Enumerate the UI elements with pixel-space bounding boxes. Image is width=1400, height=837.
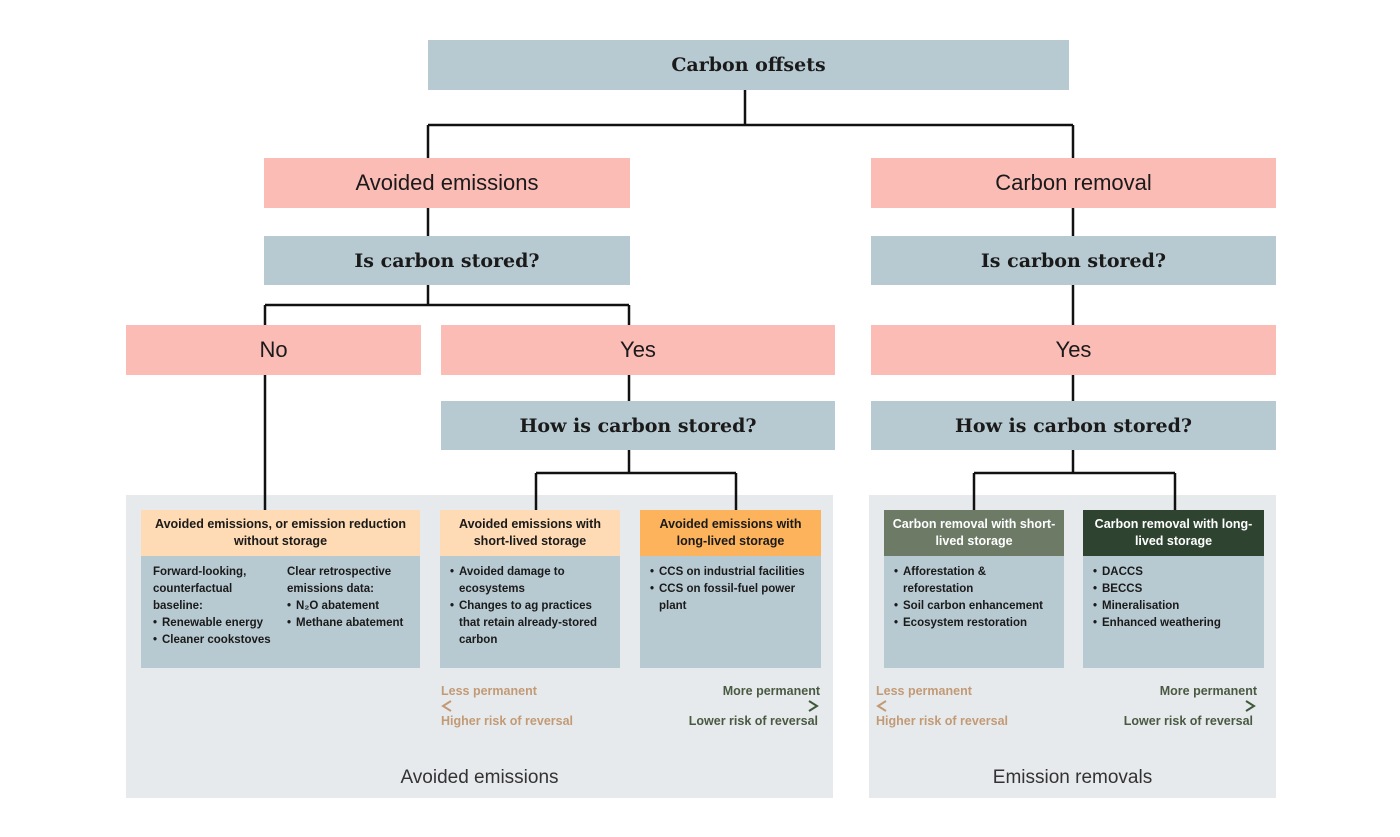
- list-item: Cleaner cookstoves: [153, 632, 281, 649]
- right-lower-risk-label: Lower risk of reversal: [1123, 714, 1253, 728]
- right-less-permanent-label: Less permanent: [876, 684, 972, 698]
- permanence-arrow-right: [876, 700, 1256, 712]
- right-is-carbon-stored: Is carbon stored?: [871, 236, 1276, 285]
- list-item: DACCS: [1093, 564, 1254, 581]
- right-yes-box: Yes: [871, 325, 1276, 375]
- list-item: Methane abatement: [287, 615, 415, 632]
- no-storage-card-title: Avoided emissions, or emission reduction…: [141, 510, 420, 556]
- left-how-is-carbon-stored: How is carbon stored?: [441, 401, 835, 450]
- no-storage-col1-intro: Forward-looking, counterfactual baseline…: [153, 566, 247, 612]
- emission-removals-caption: Emission removals: [992, 767, 1153, 788]
- list-item: Ecosystem restoration: [894, 615, 1054, 632]
- left-lower-risk-label: Lower risk of reversal: [688, 714, 818, 728]
- list-item: Mineralisation: [1093, 598, 1254, 615]
- left-yes-box: Yes: [441, 325, 835, 375]
- removal-long-lived-card-title: Carbon removal with long-lived storage: [1083, 510, 1264, 556]
- avoided-long-lived-card-body: CCS on industrial facilities CCS on foss…: [640, 556, 821, 668]
- left-higher-risk-label: Higher risk of reversal: [441, 714, 574, 728]
- list-item: Avoided damage to ecosystems: [450, 564, 610, 598]
- right-higher-risk-label: Higher risk of reversal: [876, 714, 1009, 728]
- no-storage-card-body: Forward-looking, counterfactual baseline…: [141, 556, 420, 668]
- list-item: Soil carbon enhancement: [894, 598, 1054, 615]
- list-item: Changes to ag practices that retain alre…: [450, 598, 610, 649]
- avoided-short-lived-card-body: Avoided damage to ecosystems Changes to …: [440, 556, 620, 668]
- carbon-offsets-root: Carbon offsets: [428, 40, 1069, 90]
- removal-short-lived-card-title: Carbon removal with short-lived storage: [884, 510, 1064, 556]
- avoided-short-lived-card-title: Avoided emissions with short-lived stora…: [440, 510, 620, 556]
- right-how-is-carbon-stored: How is carbon stored?: [871, 401, 1276, 450]
- list-item: Renewable energy: [153, 615, 281, 632]
- avoided-emissions-branch: Avoided emissions: [264, 158, 630, 208]
- left-is-carbon-stored: Is carbon stored?: [264, 236, 630, 285]
- left-less-permanent-label: Less permanent: [441, 684, 537, 698]
- list-item: N₂O abatement: [287, 598, 415, 615]
- removal-long-lived-card-body: DACCS BECCS Mineralisation Enhanced weat…: [1083, 556, 1264, 668]
- list-item: CCS on industrial facilities: [650, 564, 811, 581]
- list-item: Afforestation & reforestation: [894, 564, 1054, 598]
- left-more-permanent-label: More permanent: [722, 684, 820, 698]
- left-no-box: No: [126, 325, 421, 375]
- avoided-long-lived-card-title: Avoided emissions with long-lived storag…: [640, 510, 821, 556]
- list-item: CCS on fossil-fuel power plant: [650, 581, 811, 615]
- list-item: BECCS: [1093, 581, 1254, 598]
- no-storage-col2-intro: Clear retrospective emissions data:: [287, 566, 392, 595]
- list-item: Enhanced weathering: [1093, 615, 1254, 632]
- right-more-permanent-label: More permanent: [1159, 684, 1257, 698]
- avoided-emissions-caption: Avoided emissions: [400, 767, 559, 788]
- permanence-arrow-left: [441, 700, 819, 712]
- removal-short-lived-card-body: Afforestation & reforestation Soil carbo…: [884, 556, 1064, 668]
- carbon-removal-branch: Carbon removal: [871, 158, 1276, 208]
